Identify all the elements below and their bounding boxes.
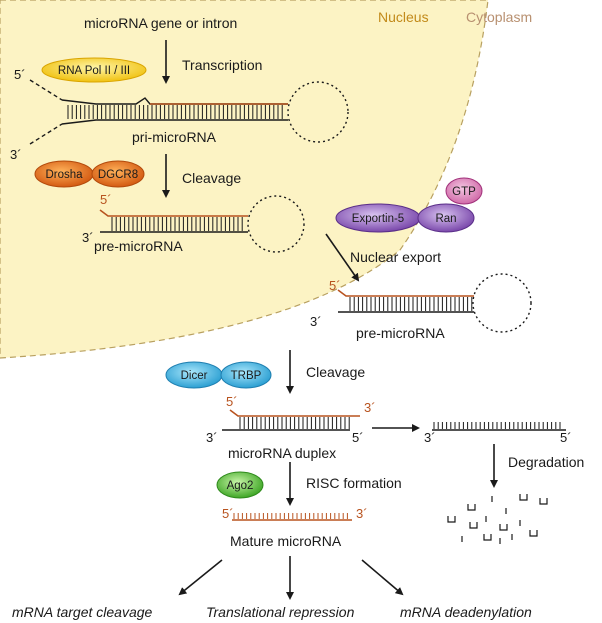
ran-label: Ran [435,213,456,225]
dgcr8-protein: DGCR8 [91,160,145,188]
exportin-5-protein: Exportin-5 [335,203,421,233]
dgcr8-label: DGCR8 [98,169,138,181]
rna-fragment [467,504,476,511]
pre-microrna-nuclear-structure [99,195,305,253]
drosha-protein: Drosha [34,160,94,188]
outcome-cleavage-arrow [178,559,223,596]
passenger-bases [433,422,561,429]
passenger-three-end: 3´ [424,430,436,445]
trbp-protein: TRBP [220,361,272,389]
pri-three-end: 3´ [10,147,22,162]
outcome-deadenylation-arrow [361,559,404,596]
duplex-dark-five-end: 5´ [352,430,364,445]
mature-bases [233,513,348,519]
ran-protein: Ran [417,203,475,233]
passenger-five-end: 5´ [560,430,572,445]
microrna-duplex-label: microRNA duplex [228,445,336,461]
cleavage2-label: Cleavage [306,364,365,380]
nucleus-label: Nucleus [378,9,429,25]
mature-three-end: 3´ [356,506,368,521]
rna-fragment [529,530,538,537]
ago2-label: Ago2 [227,480,254,492]
pre1-three-end: 3´ [82,230,94,245]
duplex-base-pairs [239,417,350,429]
passenger-strand [432,422,566,431]
pri-base-pairs [67,105,283,119]
risc-formation-label: RISC formation [306,475,402,491]
duplex-red-five-end: 5´ [226,394,238,409]
pri-microrna-label: pri-microRNA [132,129,217,145]
pre-microrna-nuclear-label: pre-microRNA [94,238,183,254]
rna-fragment [539,498,548,505]
gtp-molecule: GTP [445,177,483,205]
dicer-label: Dicer [181,370,208,382]
nuclear-export-arrow [325,233,360,282]
cleavage1-label: Cleavage [182,170,241,186]
duplex-red-three-end: 3´ [364,400,376,415]
rna-fragment [499,524,508,531]
mature-microrna-label: Mature microRNA [230,533,342,549]
degraded-fragments [447,494,548,544]
outcome-translational-repression: Translational repression [206,604,355,620]
pre1-five-end: 5´ [100,192,112,207]
dicer-protein: Dicer [165,361,223,389]
drosha-label: Drosha [45,169,83,181]
mature-five-end: 5´ [222,506,234,521]
mature-microrna-structure [232,513,352,521]
microrna-duplex-structure [222,409,360,431]
nucleus-region [0,0,489,359]
degradation-label: Degradation [508,454,584,470]
outcome-mrna-target-cleavage: mRNA target cleavage [12,604,153,620]
pre-microrna-cytoplasmic-label: pre-microRNA [356,325,445,341]
ago2-protein: Ago2 [216,471,264,499]
gtp-label: GTP [452,186,476,198]
duplex-dark-three-end: 3´ [206,430,218,445]
rna-pol-label: RNA Pol II / III [58,65,130,77]
pre2-base-pairs [349,297,473,311]
pri-five-end: 5´ [14,67,26,82]
pre1-base-pairs [111,217,243,231]
trbp-label: TRBP [231,370,262,382]
outcome-mrna-deadenylation: mRNA deadenylation [400,604,532,620]
rna-fragment [469,522,478,529]
rna-fragment [447,516,456,523]
transcription-label: Transcription [182,57,262,73]
pre2-five-end: 5´ [329,278,341,293]
rna-fragment [519,494,528,501]
pre2-three-end: 3´ [310,314,322,329]
gene-label: microRNA gene or intron [84,15,237,31]
rna-pol-ii-iii-protein: RNA Pol II / III [41,57,147,83]
pre-microrna-cytoplasmic-structure [337,273,532,333]
exportin-label: Exportin-5 [352,213,404,225]
pri-microrna-structure [29,79,349,145]
rna-fragment [483,534,492,541]
nuclear-export-label: Nuclear export [350,249,441,265]
cytoplasm-label: Cytoplasm [466,9,532,25]
